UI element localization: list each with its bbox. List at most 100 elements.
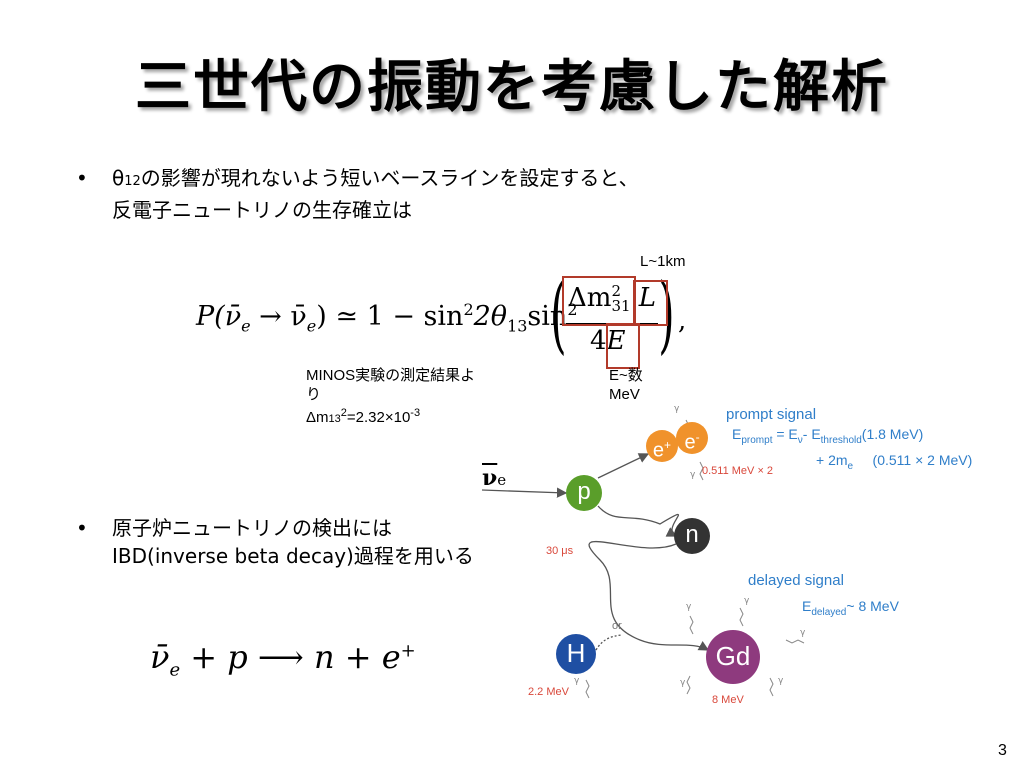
slide-title: 三世代の振動を考慮した解析 xyxy=(135,55,889,120)
denominator: 4E xyxy=(590,326,626,356)
formula-part: 2 xyxy=(463,300,474,319)
gamma-label: γ xyxy=(690,470,696,480)
formula-part: 2 xyxy=(567,300,578,319)
positron-arrow xyxy=(597,453,650,479)
gamma-label: γ xyxy=(680,678,686,688)
dm-highlight-box xyxy=(562,276,636,326)
bullet-line: θ12の影響が現れないよう短いベースラインを設定すると、 xyxy=(112,164,639,196)
prompt-part: (1.8 MeV) xyxy=(861,426,924,442)
bullet-text: の影響が現れないよう短いベースラインを設定すると、 xyxy=(140,166,639,190)
minos-value: Δm132=2.32×10-3 xyxy=(306,404,475,429)
neutrino-symbol: ν xyxy=(482,465,498,491)
hydrogen-capture-path xyxy=(595,634,623,651)
formula-part: e xyxy=(241,316,251,336)
E-annotation-line: MeV xyxy=(609,386,640,403)
neutron-path xyxy=(597,505,680,537)
prompt-part: E xyxy=(732,426,742,442)
hydrogen-energy: 2.2 MeV xyxy=(528,686,569,698)
bullet-line: IBD(inverse beta decay)過程を用いる xyxy=(112,544,474,568)
formula-part: P(ν̄ xyxy=(196,301,242,332)
gamma-label: γ xyxy=(744,596,750,606)
minos-line: り xyxy=(306,386,322,403)
prompt-part: = E xyxy=(772,426,798,442)
neutrino-arrow xyxy=(481,487,568,498)
annihilation-energy: 0.511 MeV × 2 xyxy=(702,465,774,477)
formula-part: 2 xyxy=(611,282,621,300)
bullet-dot: • xyxy=(76,516,88,540)
page-number: 3 xyxy=(998,742,1007,759)
positron-particle: e+ xyxy=(646,430,678,462)
gamma-wave xyxy=(585,679,590,699)
formula-part: L xyxy=(638,283,657,313)
gamma-wave xyxy=(689,615,694,635)
E-highlight-box xyxy=(606,323,640,369)
minos-part: 2 xyxy=(340,407,347,419)
gadolinium-nucleus: Gd xyxy=(706,630,760,684)
prompt-mass-term: + 2me (0.511 × 2 MeV) xyxy=(816,452,972,472)
minos-annotation: MINOS実験の測定結果よ り Δm132=2.32×10-3 xyxy=(306,366,475,429)
prompt-part: prompt xyxy=(741,434,773,446)
gamma-label: γ xyxy=(778,676,784,686)
formula-part: 31 xyxy=(611,297,631,315)
delayed-part: ~ 8 MeV xyxy=(846,598,899,614)
survival-formula: P(ν̄e → ν̄e) ≃ 1 − sin22θ13sin2 xyxy=(196,300,578,335)
gamma-label: γ xyxy=(686,602,692,612)
gamma-wave xyxy=(699,461,704,481)
capture-time: 30 μs xyxy=(546,545,574,557)
prompt-part: - E xyxy=(802,426,821,442)
gamma-wave xyxy=(686,675,691,695)
delayed-part: delayed xyxy=(811,606,847,618)
theta-symbol: θ xyxy=(112,166,125,190)
gamma-wave xyxy=(769,677,774,697)
L-annotation: L~1km xyxy=(640,253,686,270)
minos-part: -3 xyxy=(410,407,421,419)
gamma-label: γ xyxy=(674,404,680,414)
formula-part: e xyxy=(306,316,317,336)
formula-part: 4 xyxy=(590,326,607,356)
minos-part: 13 xyxy=(328,413,341,425)
minos-line: MINOS実験の測定結果よ xyxy=(306,367,476,384)
formula-part: E xyxy=(606,326,626,356)
minos-part: Δm xyxy=(306,409,329,426)
formula-part: 2θ xyxy=(473,301,508,332)
bullet-ibd: • 原子炉ニュートリノの検出には IBD(inverse beta decay)… xyxy=(76,514,474,570)
bullet-line: 原子炉ニュートリノの検出には xyxy=(112,516,392,540)
gadolinium-energy: 8 MeV xyxy=(712,694,744,706)
prompt-energy-formula: Eprompt = Eν- Ethreshold(1.8 MeV) xyxy=(732,426,923,446)
formula-part: Δm xyxy=(568,283,612,313)
prompt-part: e xyxy=(847,460,854,472)
positron-charge: + xyxy=(664,438,672,452)
neutrino-subscript: e xyxy=(497,471,507,489)
formula-part: ν̄ xyxy=(150,638,170,676)
formula-part: sin xyxy=(527,301,568,332)
formula-part: e xyxy=(169,659,181,681)
delayed-energy: Edelayed~ 8 MeV xyxy=(802,598,899,618)
bullet-baseline: • θ12の影響が現れないよう短いベースラインを設定すると、 反電子ニュートリノ… xyxy=(76,164,639,224)
gamma-label: γ xyxy=(574,676,580,686)
formula-part: 13 xyxy=(507,316,528,336)
prompt-part: (0.511 × 2 MeV) xyxy=(872,452,973,468)
E-annotation: E~数 MeV xyxy=(609,366,643,404)
prompt-signal-title: prompt signal xyxy=(726,406,817,423)
prompt-part: threshold xyxy=(820,434,862,446)
bullet-dot: • xyxy=(76,166,88,190)
formula-part: + p ⟶ n + e xyxy=(180,638,401,676)
E-annotation-line: E~数 xyxy=(609,367,643,384)
delayed-signal-title: delayed signal xyxy=(748,572,844,589)
ibd-formula: ν̄e + p ⟶ n + e+ xyxy=(150,638,416,680)
formula-comma: , xyxy=(678,306,687,336)
electron-charge: - xyxy=(695,430,700,444)
hydrogen-nucleus: H xyxy=(556,634,596,674)
formula-part: → ν̄ xyxy=(250,301,307,332)
or-label: or xyxy=(612,620,622,632)
neutrino-label: νe xyxy=(482,465,506,491)
electron-particle: e- xyxy=(676,422,708,454)
prompt-part: + 2m xyxy=(816,452,848,468)
delayed-part: E xyxy=(802,598,812,614)
prompt-part: ν xyxy=(797,434,803,446)
formula-part: + xyxy=(400,640,416,662)
gamma-label: γ xyxy=(800,628,806,638)
gamma-wave xyxy=(739,607,744,627)
